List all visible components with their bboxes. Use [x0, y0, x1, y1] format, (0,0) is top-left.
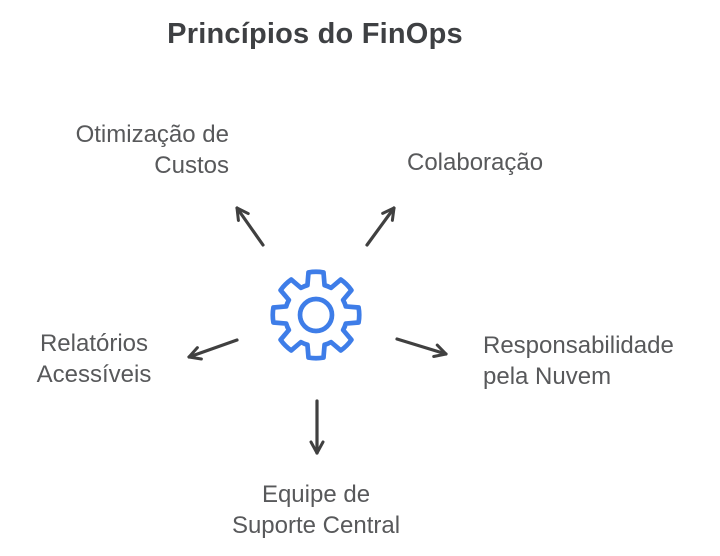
arrow-to-otimizacao-de-custos — [235, 206, 265, 247]
node-relatorios-acessiveis: Relatórios Acessíveis — [37, 328, 152, 390]
node-label-line: pela Nuvem — [483, 363, 612, 390]
node-label-line: Suporte Central — [231, 512, 401, 539]
node-label-line: Equipe de — [261, 481, 371, 508]
node-label-line: Colaboração — [407, 149, 544, 176]
node-label-line: Responsabilidade — [483, 332, 674, 359]
node-equipe-de-suporte-central: Equipe de Suporte Central — [232, 479, 400, 541]
page-title: Princípios do FinOps — [167, 18, 463, 50]
arrow-to-relatorios-acessiveis — [187, 338, 239, 361]
node-label-line: Otimização de — [75, 121, 229, 148]
gear-icon — [270, 269, 362, 361]
node-label-line: Acessíveis — [36, 361, 152, 388]
node-label-line: Relatórios — [39, 330, 149, 357]
node-colaboracao: Colaboração — [407, 147, 543, 178]
arrow-to-responsabilidade-pela-nuvem — [395, 337, 448, 359]
node-responsabilidade-pela-nuvem: Responsabilidade pela Nuvem — [483, 330, 674, 392]
node-otimizacao-de-custos: Otimização de Custos — [29, 119, 229, 181]
node-label-line: Custos — [154, 152, 229, 179]
arrow-to-colaboracao — [365, 206, 396, 247]
